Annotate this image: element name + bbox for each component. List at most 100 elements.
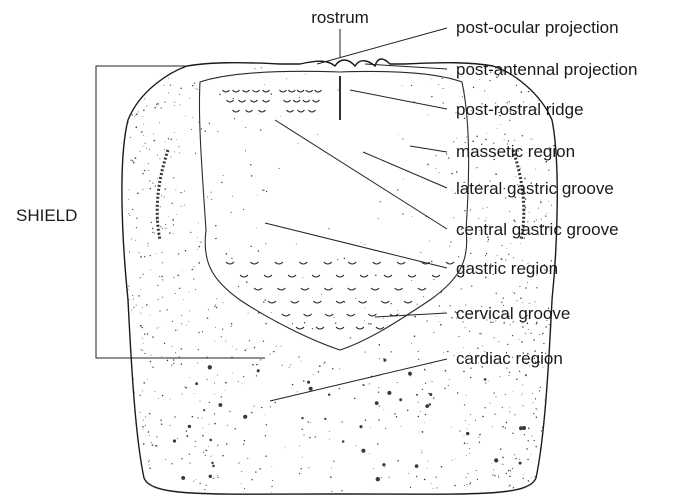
stipple-dot [194,266,195,267]
label-central-gastric-groove: central gastric groove [456,220,619,239]
stipple-dot [140,151,141,152]
stipple-dot [136,227,137,228]
stipple-dot [127,427,128,428]
stipple-dot [339,368,340,369]
stipple-dot [263,301,264,302]
stipple-dot [504,134,505,135]
stipple-dot [142,350,143,351]
stipple-dot [132,295,133,296]
stipple-dot [136,126,138,128]
stipple-dot [302,429,303,430]
stipple-dot [459,336,460,337]
stipple-dot [171,364,172,365]
stipple-dot [210,192,211,193]
stipple-dot [377,443,378,444]
stipple-dot [329,431,330,432]
stipple-dot [231,323,233,325]
stipple-dot [251,479,252,480]
stipple-dot [378,218,379,219]
stipple-dot [192,269,194,271]
stipple-dot [232,196,233,197]
stipple-dot [450,305,451,306]
stipple-dot [175,416,176,417]
stipple-dot [505,427,506,428]
stipple-dot [131,114,132,115]
stipple-dot [135,157,137,159]
stipple-dot [516,300,517,301]
stipple-dot [401,426,402,427]
stipple-dot [488,239,489,240]
stipple-dot [463,347,464,348]
stipple-dot [302,457,303,458]
stipple-dot [225,382,227,384]
stipple-dot [527,282,528,283]
stipple-dot [245,127,246,128]
stipple-dot [512,433,513,434]
stipple-dot [222,328,223,329]
stipple-dot [411,85,412,86]
stipple-dot [160,420,161,421]
stipple-dot [418,351,419,352]
stipple-dot [265,455,267,457]
stipple-dot [131,456,132,457]
stipple-dot [229,411,230,412]
stipple-dot [265,435,266,436]
stipple-dot [265,243,266,244]
stipple-dot [279,168,280,169]
stipple-dot [214,383,215,384]
stipple-dot [462,96,463,97]
stipple-dot [150,361,151,362]
stipple-dot [152,336,153,337]
stipple-dot [528,440,529,441]
stipple-dot [337,259,338,260]
stipple-dot [133,418,134,419]
stipple-dot [144,353,145,354]
stipple-dot [535,476,536,477]
stipple-dot [160,206,161,207]
cardiac-pit [181,476,185,480]
stipple-dot [223,302,224,303]
stipple-dot [436,168,437,169]
cardiac-pit [399,398,402,401]
stipple-dot [425,370,426,371]
stipple-dot [271,486,272,487]
stipple-dot [318,371,319,372]
stipple-dot [548,201,549,202]
stipple-dot [232,346,233,347]
stipple-dot [225,341,226,342]
stipple-dot [540,448,541,449]
stipple-dot [280,116,281,117]
stipple-dot [520,298,522,300]
stipple-dot [435,316,436,317]
stipple-dot [185,250,186,251]
stipple-dot [270,93,272,95]
stipple-dot [539,334,540,335]
stipple-dot [207,317,209,319]
stipple-dot [184,204,185,205]
stipple-dot [416,394,418,396]
stipple-dot [486,253,487,254]
stipple-dot [439,172,440,173]
stipple-dot [159,276,160,277]
stipple-dot [165,188,166,189]
stipple-dot [507,344,508,345]
stipple-dot [202,331,203,332]
stipple-dot [205,131,206,132]
stipple-dot [370,427,371,428]
stipple-dot [256,228,257,229]
stipple-dot [174,151,175,152]
stipple-dot [221,336,222,337]
stipple-dot [391,351,392,352]
stipple-dot [292,384,294,386]
stipple-dot [416,476,417,477]
stipple-dot [159,122,160,123]
stipple-dot [479,442,480,443]
stipple-dot [523,405,524,406]
stipple-dot [546,95,547,96]
stipple-dot [251,412,253,414]
stipple-dot [414,316,416,318]
stipple-dot [246,349,247,350]
stipple-dot [328,228,329,229]
stipple-dot [167,360,169,362]
stipple-dot [478,436,479,437]
